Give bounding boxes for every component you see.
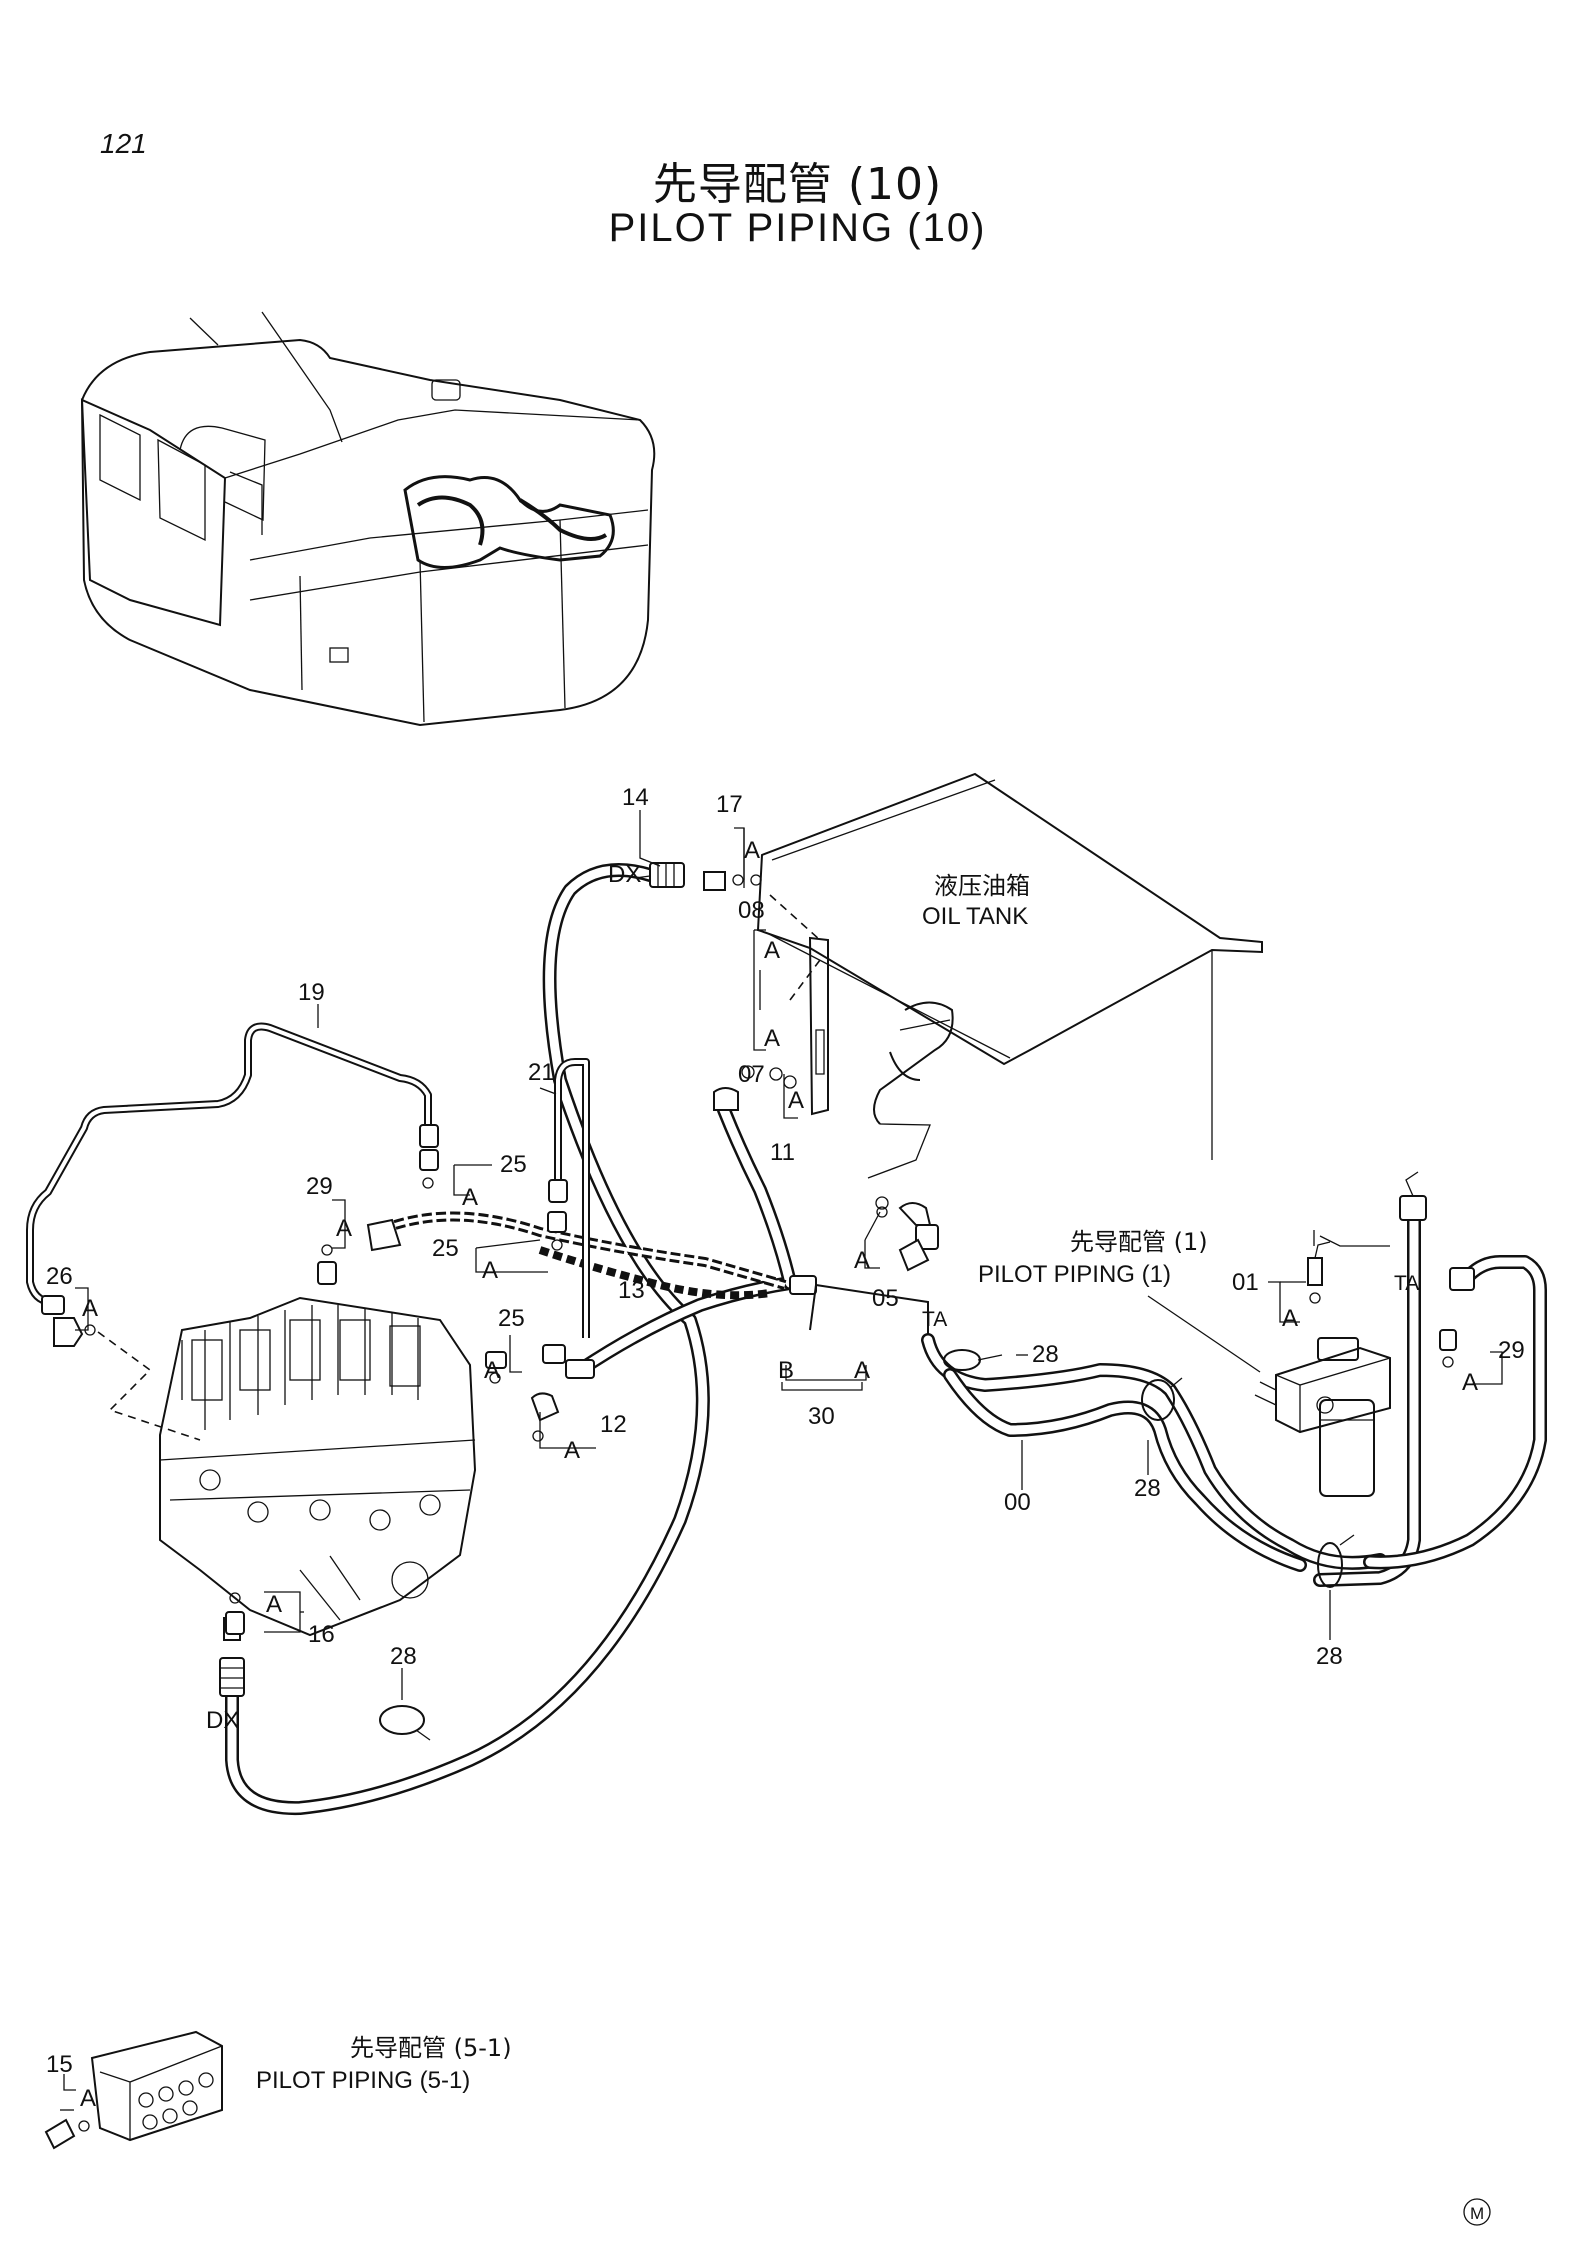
pilot-harness [393,1211,787,1300]
label-05-a: A [854,1247,870,1274]
label-05: 05 [872,1285,899,1312]
inset-block [44,2030,223,2150]
oil-tank-label-en: OIL TANK [922,903,1028,930]
labels: 14 17 A 08 A A 07 A 11 DX 液压油箱 OIL TANK … [46,784,1525,2226]
label-30: 30 [808,1403,835,1430]
label-01-a: A [1282,1305,1298,1332]
pipe-21 [542,1058,590,1364]
label-dx-bottom: DX [206,1707,239,1734]
label-25-top: 25 [500,1151,527,1178]
label-01: 01 [1232,1269,1259,1296]
label-ta-right: TA [1394,1272,1419,1295]
excavator-overview [80,311,656,727]
hose-14 [219,862,762,1816]
marking-m: M [1470,2204,1484,2223]
control-valve [159,1296,477,1637]
hose-13 [565,1065,929,1391]
ref-1-en: PILOT PIPING (1) [978,1261,1171,1288]
label-14: 14 [622,784,649,811]
label-11: 11 [770,1139,795,1166]
label-25-mid: 25 [432,1235,459,1262]
label-25-top-a: A [462,1184,478,1211]
oil-tank-outline [756,772,1263,1179]
label-17-a: A [744,837,760,864]
label-17: 17 [716,791,743,818]
label-00: 00 [1004,1489,1031,1516]
label-29-right: 29 [1498,1337,1525,1364]
label-19: 19 [298,979,325,1006]
pipe-19 [26,1022,439,1315]
label-b: B [778,1357,794,1384]
oil-tank-label-cn: 液压油箱 [934,872,1030,900]
label-15: 15 [46,2051,73,2078]
ref-1-cn: 先导配管 (1) [1070,1228,1208,1256]
ref-5-1-en: PILOT PIPING (5-1) [256,2067,470,2094]
label-28-bottom: 28 [390,1643,417,1670]
clamps-28 [379,1349,1355,1741]
label-28-right: 28 [1316,1643,1343,1670]
label-28-top: 28 [1032,1341,1059,1368]
title-chinese: 先导配管 (10) [652,159,943,210]
label-29-left: 29 [306,1173,333,1200]
label-07-a: A [764,1025,780,1052]
label-21: 21 [528,1059,555,1086]
label-16: 16 [308,1621,335,1648]
label-08: 08 [738,897,765,924]
fittings [53,1149,1457,1635]
label-a: A [854,1357,870,1384]
pilot-line-00 [875,1171,1547,1587]
label-25-mid-a: A [482,1257,498,1284]
label-26: 26 [46,1263,73,1290]
label-ta-left: TA [922,1308,947,1331]
label-08-a: A [764,937,780,964]
label-07: 07 [738,1061,765,1088]
pilot-filter-valve [1254,1230,1391,1497]
ref-5-1-cn: 先导配管 (5-1) [350,2034,512,2062]
label-11-a: A [788,1087,804,1114]
label-29-left-a: A [336,1215,352,1242]
label-28-mid: 28 [1134,1475,1161,1502]
label-13: 13 [618,1277,645,1304]
label-16-a: A [266,1591,282,1618]
label-15-a: A [80,2085,96,2112]
leader-lines [75,810,1503,1700]
label-25-low-a: A [484,1357,500,1384]
label-12-a: A [564,1437,580,1464]
label-25-low: 25 [498,1305,525,1332]
label-29-right-a: A [1462,1369,1478,1396]
page-number: 121 [100,128,147,159]
label-12: 12 [600,1411,627,1438]
title-english: PILOT PIPING (10) [608,206,987,250]
label-dx-top: DX [608,861,641,888]
label-26-a: A [82,1295,98,1322]
